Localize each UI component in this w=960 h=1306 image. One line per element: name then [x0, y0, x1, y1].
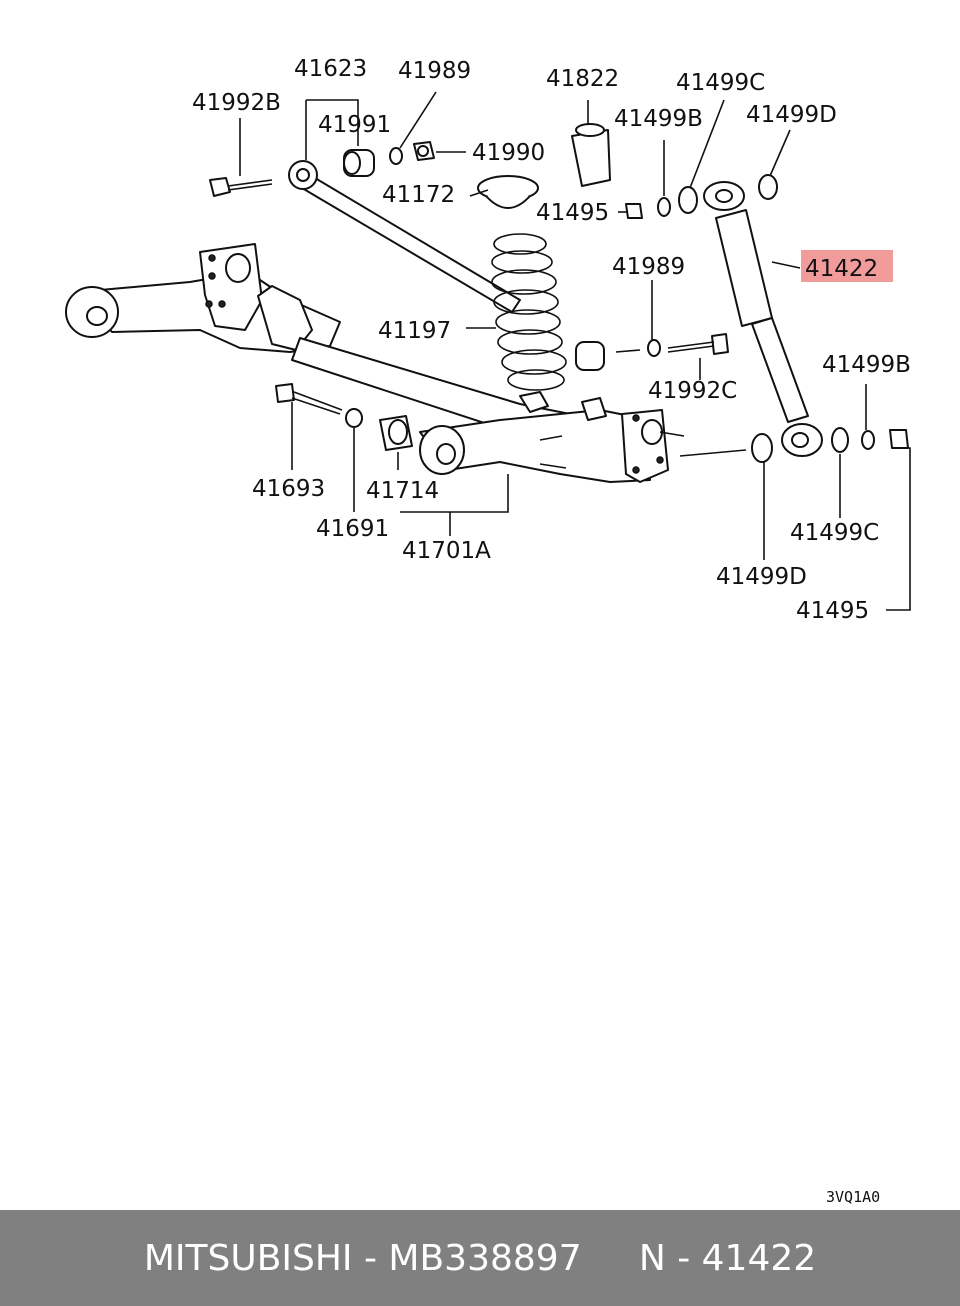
- coil-spring-drawing: [491, 233, 567, 391]
- label-41499b-top: 41499B: [614, 106, 703, 132]
- label-41495-top: 41495: [536, 200, 609, 226]
- label-41172: 41172: [382, 182, 455, 208]
- label-41822: 41822: [546, 66, 619, 92]
- label-41714: 41714: [366, 478, 439, 504]
- label-41495-bottom: 41495: [796, 598, 869, 624]
- label-41989-mid: 41989: [612, 254, 685, 280]
- label-41991: 41991: [318, 112, 391, 138]
- label-41499c-top: 41499C: [676, 70, 765, 96]
- hardware-drawing: [209, 123, 909, 463]
- label-41701a: 41701A: [402, 538, 491, 564]
- label-41422: 41422: [805, 256, 878, 282]
- label-41992b: 41992B: [192, 90, 281, 116]
- label-41989-top: 41989: [398, 58, 471, 84]
- label-41499d-top: 41499D: [746, 102, 837, 128]
- highlight-box: [801, 250, 893, 282]
- parts-diagram: 41623 41989 41822 41499C 41992B 41991 41…: [65, 56, 911, 1206]
- label-41499d-bottom: 41499D: [716, 564, 807, 590]
- label-41693: 41693: [252, 476, 325, 502]
- torsion-beam-axle-drawing: [65, 243, 685, 483]
- label-41992c: 41992C: [648, 378, 737, 404]
- label-41623: 41623: [294, 56, 367, 82]
- leader-lines: [239, 91, 911, 611]
- part-labels: 41623 41989 41822 41499C 41992B 41991 41…: [192, 56, 911, 624]
- drawing-code: 3VQ1A0: [826, 1188, 880, 1206]
- label-41499c-bottom: 41499C: [790, 520, 879, 546]
- label-41499b-right: 41499B: [822, 352, 911, 378]
- label-41990: 41990: [472, 140, 545, 166]
- label-41691: 41691: [316, 516, 389, 542]
- footer-bar: MITSUBISHI - MB338897 N - 41422: [0, 1210, 960, 1306]
- label-41197: 41197: [378, 318, 451, 344]
- shock-absorber-drawing: [703, 181, 823, 457]
- footer-part-info: MITSUBISHI - MB338897 N - 41422: [143, 1237, 817, 1279]
